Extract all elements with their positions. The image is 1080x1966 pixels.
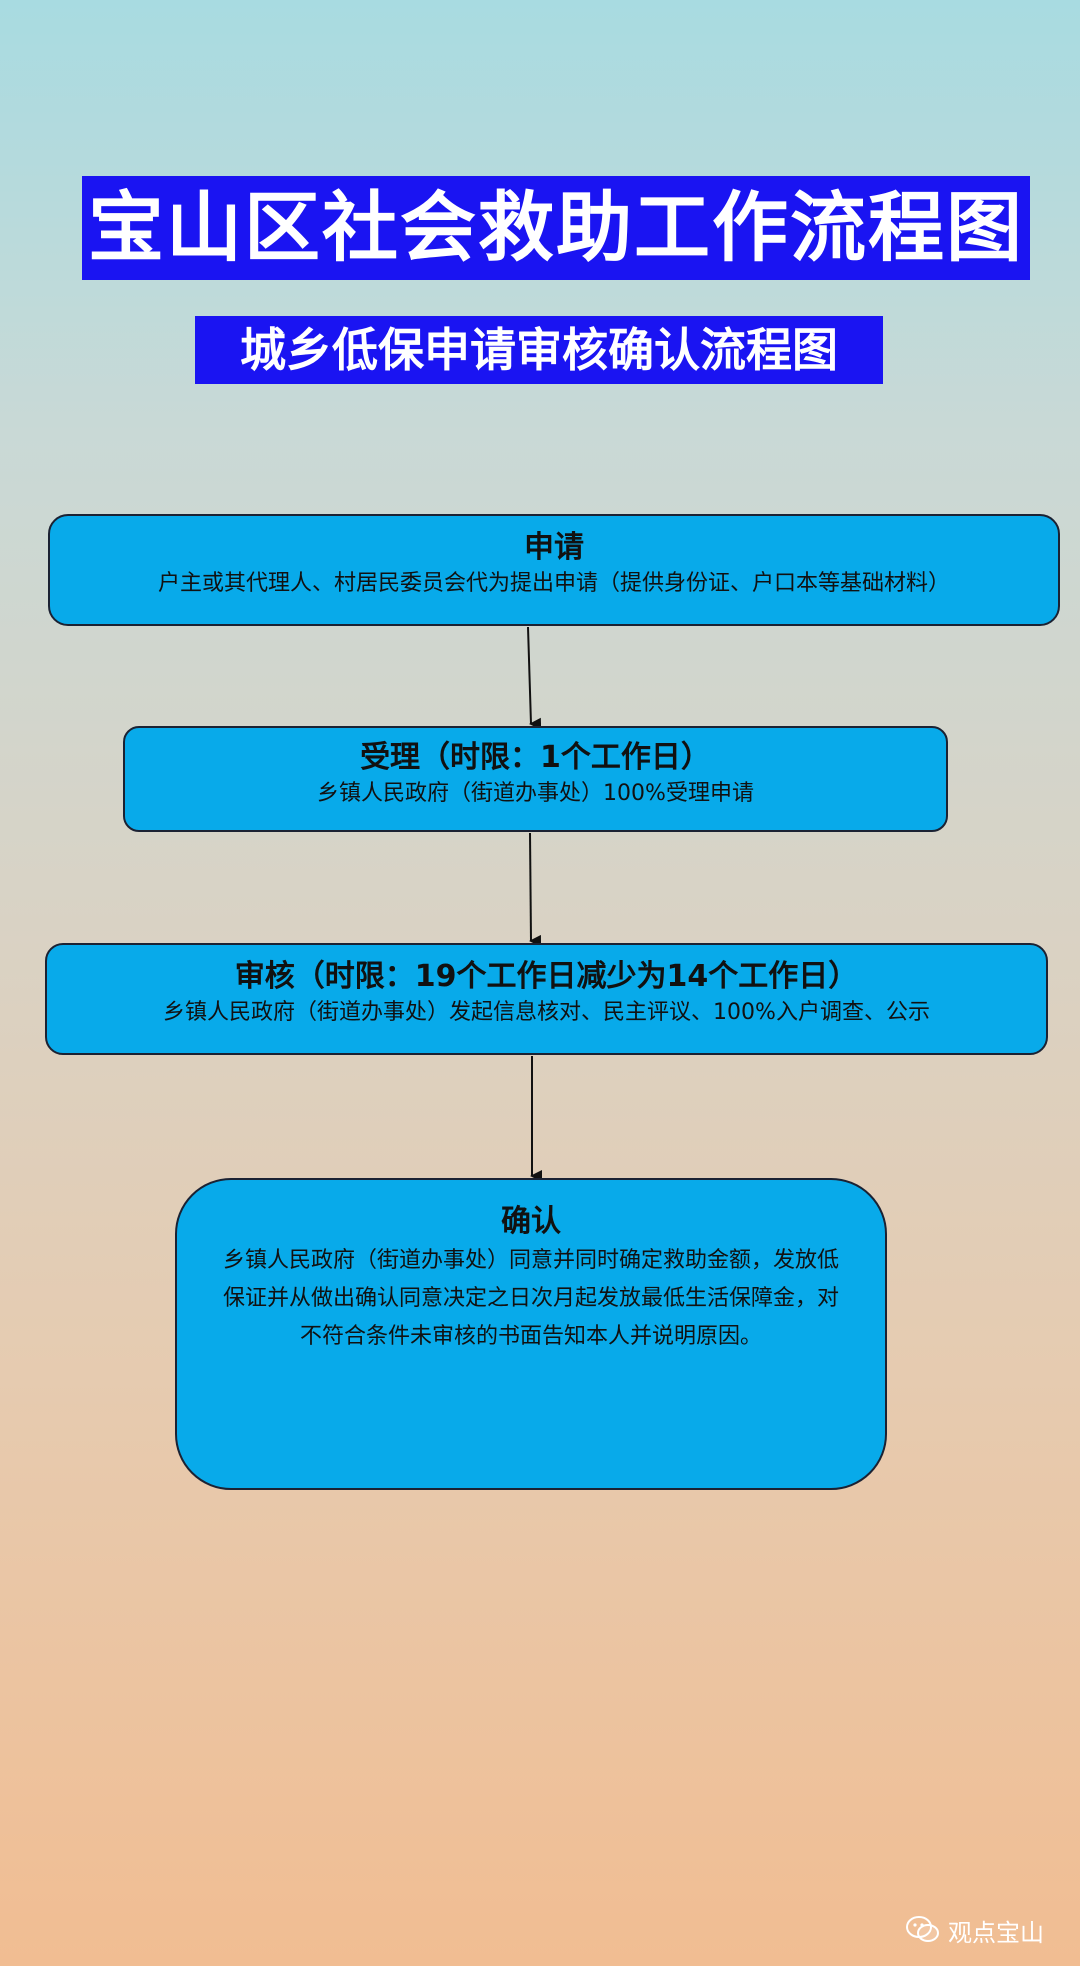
arrow-apply-to-accept (527, 626, 542, 730)
watermark: 观点宝山 (906, 1910, 1044, 1950)
step-accept-text: 乡镇人民政府（街道办事处）100%受理申请 (317, 781, 754, 806)
page-subtitle: 城乡低保申请审核确认流程图 (195, 316, 883, 384)
step-apply-text: 户主或其代理人、村居民委员会代为提出申请（提供身份证、户口本等基础材料） (157, 571, 950, 596)
step-apply-title: 申请 (524, 530, 584, 565)
arrow-accept-to-review (529, 832, 542, 947)
step-review-box: 审核（时限：19个工作日减少为14个工作日） 乡镇人民政府（街道办事处）发起信息… (45, 943, 1048, 1055)
step-accept-box: 受理（时限：1个工作日） 乡镇人民政府（街道办事处）100%受理申请 (123, 726, 948, 832)
step-review-text: 乡镇人民政府（街道办事处）发起信息核对、民主评议、100%入户调查、公示 (163, 1000, 930, 1025)
step-confirm-text: 乡镇人民政府（街道办事处）同意并同时确定救助金额，发放低保证并从做出确认同意决定… (222, 1248, 839, 1349)
page-title: 宝山区社会救助工作流程图 (82, 176, 1030, 280)
wechat-icon (906, 1916, 939, 1942)
step-review-title: 审核（时限：19个工作日减少为14个工作日） (234, 959, 859, 994)
watermark-text: 观点宝山 (948, 1918, 1044, 1947)
step-confirm-title: 确认 (501, 1204, 561, 1239)
step-apply-box: 申请 户主或其代理人、村居民委员会代为提出申请（提供身份证、户口本等基础材料） (48, 514, 1060, 626)
step-accept-title: 受理（时限：1个工作日） (360, 740, 711, 775)
step-confirm-box: 确认 乡镇人民政府（街道办事处）同意并同时确定救助金额，发放低保证并从做出确认同… (175, 1178, 887, 1490)
